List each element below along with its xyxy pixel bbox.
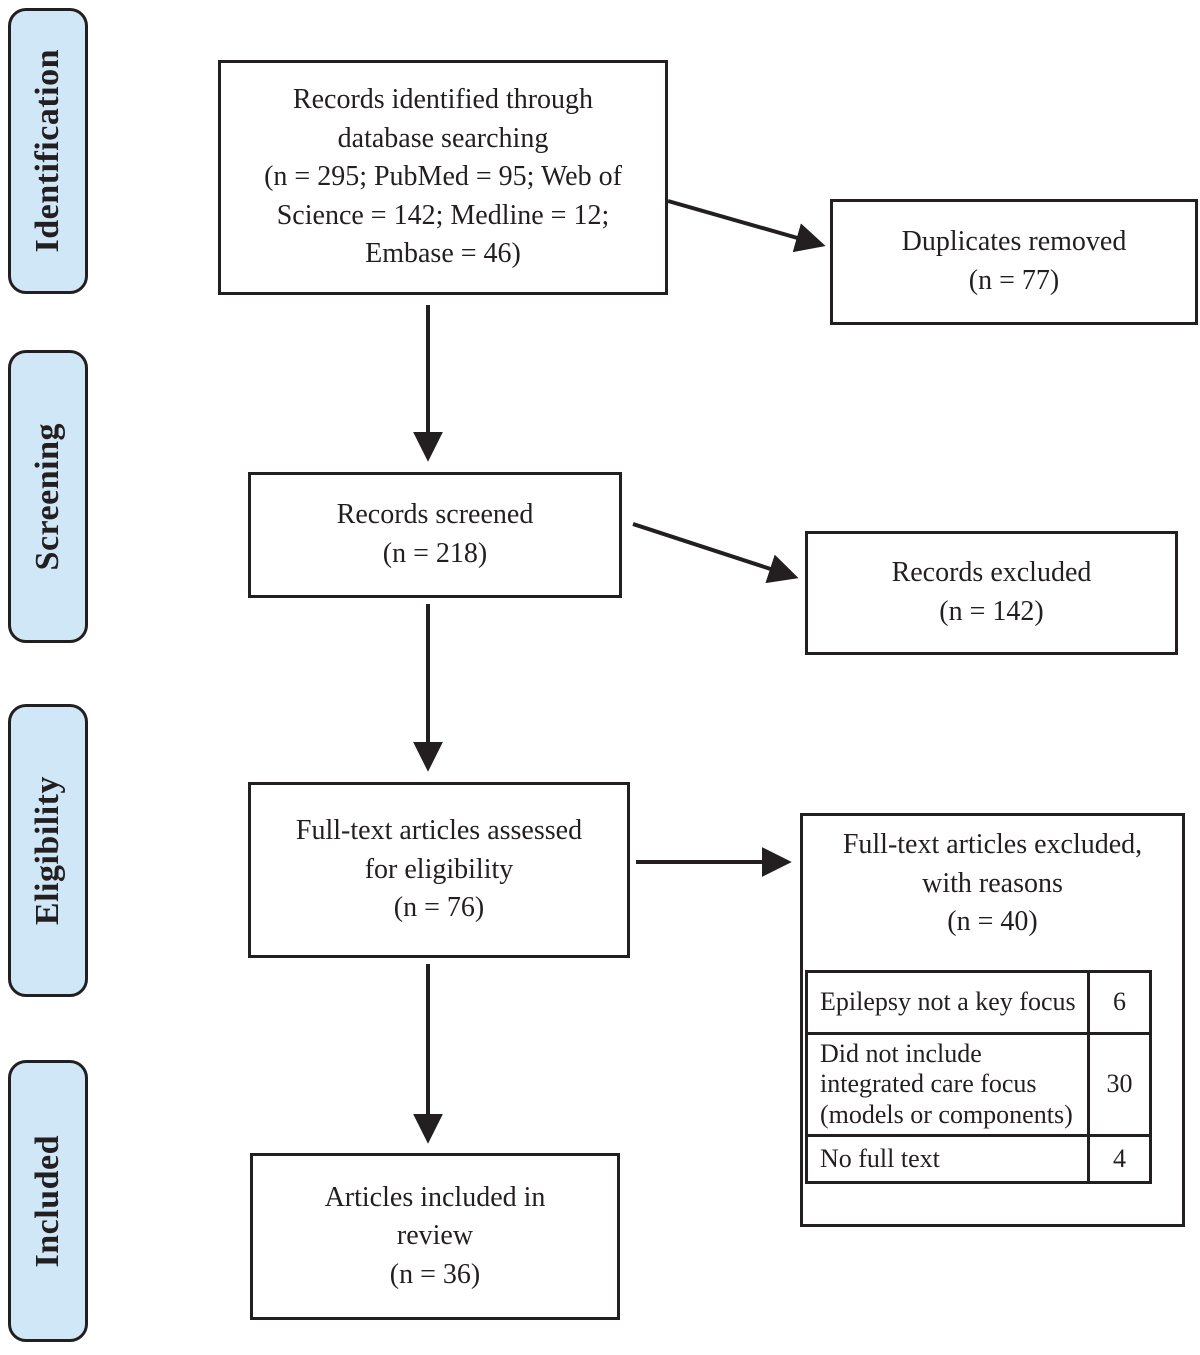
stage-identification: Identification — [8, 8, 88, 294]
stage-screening-label: Screening — [29, 422, 66, 571]
reason-cell: No full text — [805, 1134, 1090, 1185]
table-row: Did not include integrated care focus (m… — [805, 1031, 1152, 1138]
arrow-identified-to-duplicates — [667, 199, 826, 253]
box-duplicates-removed: Duplicates removed (n = 77) — [830, 199, 1198, 325]
stage-screening: Screening — [8, 350, 88, 643]
table-row: No full text 4 — [805, 1134, 1152, 1185]
table-row: Epilepsy not a key focus 6 — [805, 970, 1152, 1035]
reason-cell: Did not include integrated care focus (m… — [805, 1031, 1090, 1138]
stage-identification-label: Identification — [29, 49, 66, 253]
exclusion-reasons-table: Epilepsy not a key focus 6 Did not inclu… — [805, 970, 1152, 1185]
box-fulltext-excluded: Full-text articles excluded, with reason… — [800, 813, 1185, 1227]
stage-eligibility: Eligibility — [8, 704, 88, 997]
fulltext-excluded-heading: Full-text articles excluded, with reason… — [842, 829, 1143, 938]
stage-included: Included — [8, 1060, 88, 1342]
box-fulltext-assessed: Full-text articles assessed for eligibil… — [248, 782, 630, 958]
reason-cell: Epilepsy not a key focus — [805, 970, 1090, 1035]
count-cell: 4 — [1087, 1134, 1152, 1185]
box-records-excluded: Records excluded (n = 142) — [805, 531, 1178, 655]
count-cell: 6 — [1087, 970, 1152, 1035]
box-articles-included: Articles included in review (n = 36) — [250, 1153, 620, 1320]
stage-included-label: Included — [29, 1134, 66, 1268]
box-records-screened: Records screened (n = 218) — [248, 472, 622, 598]
stage-eligibility-label: Eligibility — [29, 775, 66, 926]
box-records-identified: Records identified through database sear… — [218, 60, 668, 295]
arrow-screened-to-excluded — [632, 522, 799, 584]
count-cell: 30 — [1087, 1031, 1152, 1138]
